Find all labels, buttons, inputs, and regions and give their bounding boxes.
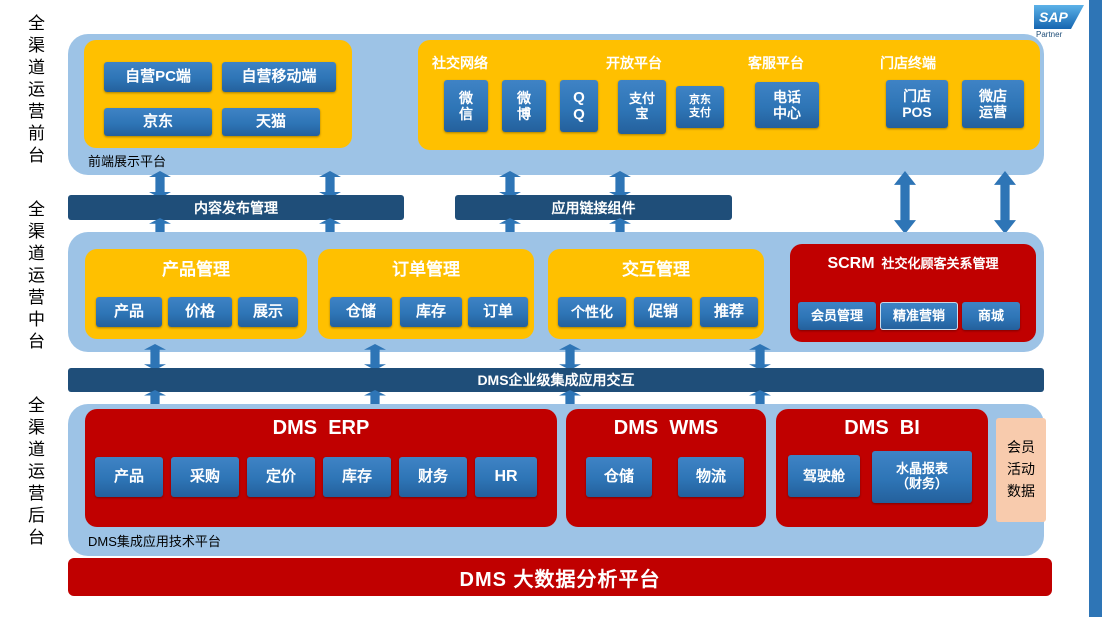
erp-item-inventory: 库存 bbox=[323, 457, 391, 497]
module-item-display: 展示 bbox=[238, 297, 298, 327]
app-link-bar: 应用链接组件 bbox=[455, 195, 732, 220]
module-item-product: 产品 bbox=[96, 297, 162, 327]
wms-item-logistics: 物流 bbox=[678, 457, 744, 497]
channel-microstore: 微店运营 bbox=[962, 80, 1024, 128]
own-channels-box: 自营PC端 自营移动端 京东 天猫 bbox=[84, 40, 352, 148]
scrm-item-member-management: 会员管理 bbox=[798, 302, 876, 330]
dms-wms-box: DMS WMS 仓储 物流 bbox=[566, 409, 766, 527]
external-channels-box: 社交网络 开放平台 客服平台 门店终端 微信 微博 QQ 支付宝 京东支付 电话… bbox=[418, 40, 1040, 150]
content-publish-bar: 内容发布管理 bbox=[68, 195, 404, 220]
side-label-middle: 全渠道运营中台 bbox=[25, 200, 44, 354]
side-label-back: 全渠道运营后台 bbox=[25, 396, 44, 550]
flow-arrow bbox=[149, 171, 171, 198]
bi-item-crystal-reports: 水晶报表（财务） bbox=[872, 451, 972, 503]
channel-weibo: 微博 bbox=[502, 80, 546, 132]
integration-bus-bar: DMS企业级集成应用交互 bbox=[68, 368, 1044, 392]
channel-alipay: 支付宝 bbox=[618, 80, 666, 134]
wms-item-warehouse: 仓储 bbox=[586, 457, 652, 497]
module-item-order: 订单 bbox=[468, 297, 528, 327]
dms-bi-box: DMS BI 驾驶舱 水晶报表（财务） bbox=[776, 409, 988, 527]
scrm-title: SCRM 社交化顾客关系管理 bbox=[790, 253, 1036, 273]
scrm-box: SCRM 社交化顾客关系管理 会员管理 精准营销 商城 bbox=[790, 244, 1036, 342]
dms-wms-title: DMS WMS bbox=[613, 417, 719, 439]
module-item-promotion: 促销 bbox=[634, 297, 692, 327]
module-item-price: 价格 bbox=[168, 297, 232, 327]
module-item-inventory: 库存 bbox=[400, 297, 462, 327]
product-management-title: 产品管理 bbox=[162, 260, 230, 279]
scrm-item-precision-marketing: 精准营销 bbox=[880, 302, 958, 330]
flow-arrow bbox=[609, 171, 631, 198]
front-platform-label: 前端展示平台 bbox=[88, 154, 167, 169]
scrm-title-main: SCRM bbox=[827, 255, 875, 272]
big-data-platform-bar: DMS 大数据分析平台 bbox=[68, 558, 1052, 596]
back-layer-container: DMS ERP 产品 采购 定价 库存 财务 HR DMS WMS 仓储 物流 … bbox=[68, 404, 1046, 556]
erp-item-product: 产品 bbox=[95, 457, 163, 497]
dms-bi-title: DMS BI bbox=[844, 417, 920, 439]
channel-jd: 京东 bbox=[104, 108, 212, 136]
scrm-title-sub: 社交化顾客关系管理 bbox=[881, 256, 999, 271]
channel-own-pc: 自营PC端 bbox=[104, 62, 212, 92]
dms-erp-box: DMS ERP 产品 采购 定价 库存 财务 HR bbox=[85, 409, 557, 527]
middle-layer-container: 产品管理 产品 价格 展示 订单管理 仓储 库存 订单 交互管理 个性化 促销 … bbox=[68, 232, 1044, 352]
channel-jd-pay: 京东支付 bbox=[676, 86, 724, 128]
flow-arrow bbox=[994, 171, 1016, 234]
channel-qq: QQ bbox=[560, 80, 598, 132]
erp-item-finance: 财务 bbox=[399, 457, 467, 497]
member-activity-data-box: 会员活动数据 bbox=[996, 418, 1046, 522]
channel-store-pos: 门店POS bbox=[886, 80, 948, 128]
erp-item-hr: HR bbox=[475, 457, 537, 497]
group-title-service: 客服平台 bbox=[748, 55, 804, 71]
dms-erp-title: DMS ERP bbox=[272, 417, 370, 439]
sap-partner-logo: SAP Partner bbox=[1034, 5, 1084, 39]
back-platform-label: DMS集成应用技术平台 bbox=[88, 534, 221, 549]
erp-item-procurement: 采购 bbox=[171, 457, 239, 497]
flow-arrow bbox=[319, 171, 341, 198]
channel-wechat: 微信 bbox=[444, 80, 488, 132]
erp-item-pricing: 定价 bbox=[247, 457, 315, 497]
sap-partner-text: Partner bbox=[1036, 30, 1063, 39]
product-management-box: 产品管理 产品 价格 展示 bbox=[85, 249, 307, 339]
channel-tmall: 天猫 bbox=[222, 108, 320, 136]
interaction-management-title: 交互管理 bbox=[622, 260, 690, 279]
flow-arrow bbox=[499, 171, 521, 198]
right-edge-stripe bbox=[1089, 0, 1102, 617]
module-item-personalization: 个性化 bbox=[558, 297, 626, 327]
order-management-box: 订单管理 仓储 库存 订单 bbox=[318, 249, 534, 339]
channel-call-center: 电话中心 bbox=[755, 82, 819, 128]
channel-own-mobile: 自营移动端 bbox=[222, 62, 336, 92]
interaction-management-box: 交互管理 个性化 促销 推荐 bbox=[548, 249, 764, 339]
bi-item-cockpit: 驾驶舱 bbox=[788, 455, 860, 497]
front-layer-container: 自营PC端 自营移动端 京东 天猫 社交网络 开放平台 客服平台 门店终端 微信… bbox=[68, 34, 1044, 175]
flow-arrow bbox=[894, 171, 916, 234]
scrm-item-mall: 商城 bbox=[962, 302, 1020, 330]
group-title-social: 社交网络 bbox=[432, 55, 488, 71]
group-title-open-platform: 开放平台 bbox=[606, 55, 662, 71]
module-item-recommendation: 推荐 bbox=[700, 297, 758, 327]
order-management-title: 订单管理 bbox=[392, 260, 460, 279]
side-label-front: 全渠道运营前台 bbox=[25, 14, 44, 168]
sap-logo-badge: SAP bbox=[1034, 5, 1084, 29]
sap-logo-text: SAP bbox=[1039, 9, 1068, 25]
module-item-warehouse: 仓储 bbox=[330, 297, 392, 327]
group-title-store: 门店终端 bbox=[880, 55, 936, 71]
